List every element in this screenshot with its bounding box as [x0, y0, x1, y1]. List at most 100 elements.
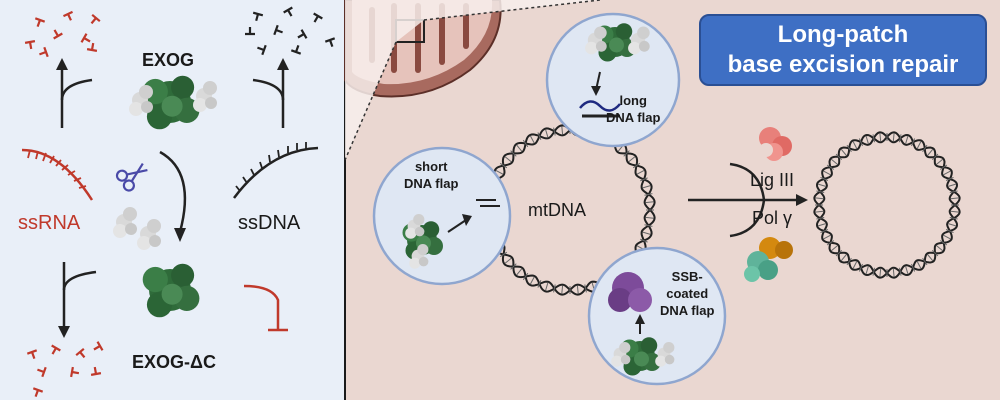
base-pair-rung	[879, 133, 882, 142]
base-pair-rung	[922, 257, 928, 266]
base-pair-rung	[922, 144, 928, 153]
short-flap-bubble	[372, 146, 512, 286]
ssb-flap-label: SSB- coated DNA flap	[660, 268, 714, 319]
ssrna-label: ssRNA	[18, 212, 81, 234]
base-pair-rung	[522, 139, 529, 148]
short-flap-label: short DNA flap	[404, 158, 458, 192]
repair-arrow	[688, 162, 808, 238]
base-pair-rung	[858, 138, 863, 147]
long-flap-line-1: long	[619, 93, 647, 108]
base-pair-rung	[949, 190, 958, 193]
title-line-1: Long-patch	[777, 21, 909, 48]
base-pair-rung	[537, 280, 542, 288]
left-panel	[0, 0, 345, 400]
base-pair-rung	[522, 272, 529, 281]
base-pair-rung	[948, 183, 957, 187]
arrow-down-left	[58, 262, 97, 338]
base-pair-rung	[872, 267, 875, 276]
long-flap-bubble	[545, 12, 681, 148]
arrow-up-right	[252, 58, 289, 128]
base-pair-rung	[553, 127, 556, 136]
base-pair-rung	[892, 268, 895, 277]
base-pair-rung	[858, 263, 863, 272]
base-pair-rung	[852, 261, 858, 269]
base-pair-rung	[872, 134, 875, 143]
base-pair-rung	[561, 126, 564, 135]
exog-dc-protein	[142, 263, 200, 318]
base-pair-rung	[636, 169, 645, 175]
base-pair-rung	[950, 210, 959, 213]
long-flap-line-2: DNA flap	[606, 110, 661, 125]
base-pair-rung	[504, 257, 512, 264]
base-pair-rung	[644, 224, 653, 227]
base-pair-rung	[640, 177, 648, 182]
title-line-2: base excision repair	[727, 51, 959, 78]
exog-protein	[129, 75, 217, 130]
base-pair-rung	[936, 158, 944, 165]
pol-gamma-protein	[744, 237, 793, 282]
base-pair-rung	[911, 138, 916, 147]
exog-label: EXOG	[142, 50, 195, 70]
base-pair-rung	[835, 249, 843, 257]
base-pair-rung	[865, 135, 869, 144]
base-pair-rung	[516, 144, 523, 152]
base-pair-rung	[916, 141, 922, 149]
base-pair-rung	[815, 210, 824, 213]
ssdna-label: ssDNA	[238, 212, 301, 234]
mtdna-label: mtDNA	[528, 200, 586, 220]
base-pair-rung	[576, 285, 579, 294]
base-pair-rung	[623, 150, 630, 157]
base-pair-rung	[823, 234, 831, 240]
base-pair-rung	[499, 251, 508, 258]
ssb-flap-line-3: DNA flap	[660, 303, 715, 318]
panel-divider	[344, 0, 346, 400]
ssrna-strand	[21, 148, 94, 201]
exog-dc-label: EXOG-ΔC	[132, 352, 216, 372]
short-flap-line-2: DNA flap	[404, 176, 459, 191]
base-pair-rung	[865, 266, 869, 275]
base-pair-rung	[820, 176, 829, 181]
base-pair-rung	[817, 183, 826, 187]
base-pair-rung	[939, 164, 948, 170]
base-pair-rung	[950, 197, 959, 200]
scissors-icon	[115, 162, 148, 192]
base-pair-rung	[817, 223, 826, 227]
base-pair-rung	[927, 254, 934, 262]
base-pair-rung	[545, 129, 549, 138]
base-pair-rung	[916, 261, 922, 269]
base-pair-rung	[499, 162, 508, 169]
base-pair-rung	[645, 216, 654, 219]
base-pair-rung	[911, 263, 916, 272]
base-pair-rung	[561, 285, 564, 294]
zoom-lines	[344, 0, 601, 161]
rna-nucleotides-bottom	[26, 340, 104, 400]
rna-nucleotides-top	[23, 10, 101, 61]
base-pair-rung	[835, 153, 843, 161]
base-pair-rung	[852, 141, 858, 149]
base-pair-rung	[943, 170, 951, 176]
base-pair-rung	[644, 193, 653, 196]
base-pair-rung	[905, 266, 909, 275]
base-pair-rung	[943, 234, 951, 240]
arrow-up-left	[56, 58, 93, 128]
base-pair-rung	[553, 284, 556, 293]
dna-nucleotides-top	[243, 6, 339, 56]
long-flap-label: long DNA flap	[606, 92, 660, 126]
base-pair-rung	[820, 229, 829, 234]
base-pair-rung	[939, 240, 948, 246]
base-pair-rung	[504, 156, 512, 163]
base-pair-rung	[899, 134, 902, 143]
base-pair-rung	[642, 231, 651, 235]
base-pair-rung	[846, 144, 852, 153]
curved-arrow-down	[159, 150, 187, 242]
base-pair-rung	[632, 162, 641, 169]
base-pair-rung	[495, 169, 504, 175]
inhibition-line	[243, 284, 288, 332]
base-pair-rung	[516, 268, 523, 276]
base-pair-rung	[846, 257, 852, 266]
base-pair-rung	[936, 245, 944, 252]
base-pair-rung	[823, 170, 831, 176]
ssdna-strand	[233, 142, 319, 199]
